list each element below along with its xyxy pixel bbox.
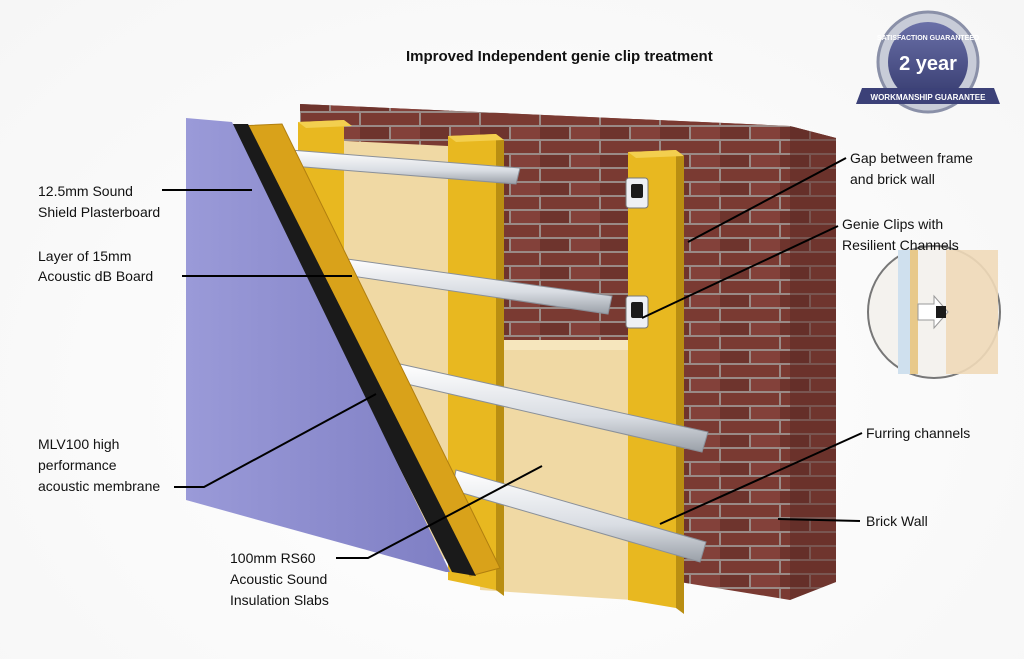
label-insulation-1: 100mm RS60 [230, 550, 316, 566]
guarantee-badge: SATISFACTION GUARANTEED 2 year WORKMANSH… [856, 10, 1000, 114]
label-membrane-2: performance [38, 457, 117, 473]
badge-top-text: SATISFACTION GUARANTEED [877, 35, 979, 42]
badge-ribbon-text: WORKMANSHIP GUARANTEE [871, 93, 987, 102]
label-plasterboard-1: 12.5mm Sound [38, 183, 133, 199]
leader-gap [687, 157, 847, 243]
label-membrane-1: MLV100 high [38, 436, 119, 452]
label-insulation-3: Insulation Slabs [230, 592, 329, 608]
label-plasterboard-2: Shield Plasterboard [38, 204, 160, 220]
label-genie-clips-2: Resilient Channels [842, 237, 959, 253]
leader-insulation [336, 465, 543, 559]
badge-main-text: 2 year [899, 53, 957, 75]
leader-membrane [174, 393, 377, 488]
furring-channels [289, 149, 709, 563]
leader-furring [659, 432, 863, 525]
label-membrane-3: acoustic membrane [38, 478, 160, 494]
leader-genie-clips [641, 225, 839, 319]
label-gap-1: Gap between frame [850, 150, 973, 166]
label-brick-wall: Brick Wall [866, 513, 928, 529]
label-db-board-2: Acoustic dB Board [38, 268, 153, 284]
label-gap-2: and brick wall [850, 171, 935, 187]
label-db-board-1: Layer of 15mm [38, 248, 131, 264]
leader-brick-wall [777, 518, 861, 522]
label-furring: Furring channels [866, 425, 970, 441]
diagram-title: Improved Independent genie clip treatmen… [406, 48, 713, 65]
label-genie-clips-1: Genie Clips with [842, 216, 943, 232]
plasterboard [186, 118, 450, 572]
clip-detail-inset [867, 245, 1001, 379]
genie-clips [625, 177, 649, 329]
label-insulation-2: Acoustic Sound [230, 571, 327, 587]
mlv-membrane [226, 124, 476, 576]
